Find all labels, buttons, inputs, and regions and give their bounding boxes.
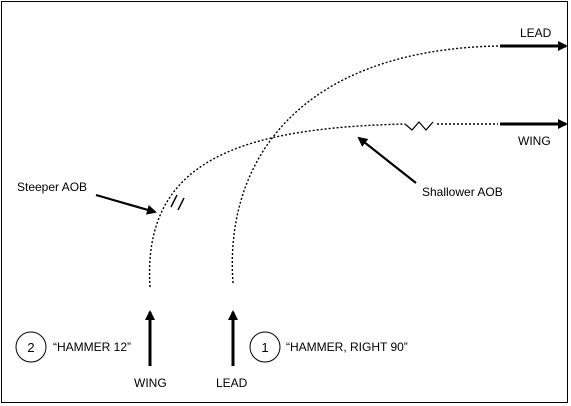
shallower-callout-arrow (357, 136, 417, 184)
steeper-break-mark-2 (177, 197, 185, 211)
lead-flight-path (231, 45, 499, 284)
shallower-aob-label: Shallower AOB (422, 185, 503, 199)
wing-path-zigzag (404, 121, 434, 131)
step-1-radio-call: “HAMMER, RIGHT 90” (286, 340, 408, 354)
step-2-radio-call: “HAMMER 12” (53, 340, 131, 354)
wing-end-label: WING (518, 134, 551, 148)
wing-start-label: WING (134, 376, 167, 390)
steeper-aob-label: Steeper AOB (17, 180, 87, 194)
wing-flight-path (148, 123, 406, 288)
step-1-number: 1 (261, 340, 268, 355)
steeper-callout-arrow (95, 193, 157, 215)
step-2-number: 2 (27, 340, 34, 355)
step-2-badge (15, 331, 47, 363)
step-1-badge (249, 331, 281, 363)
lead-end-label: LEAD (520, 26, 552, 40)
lead-start-label: LEAD (216, 376, 248, 390)
steeper-break-mark-1 (170, 194, 178, 208)
